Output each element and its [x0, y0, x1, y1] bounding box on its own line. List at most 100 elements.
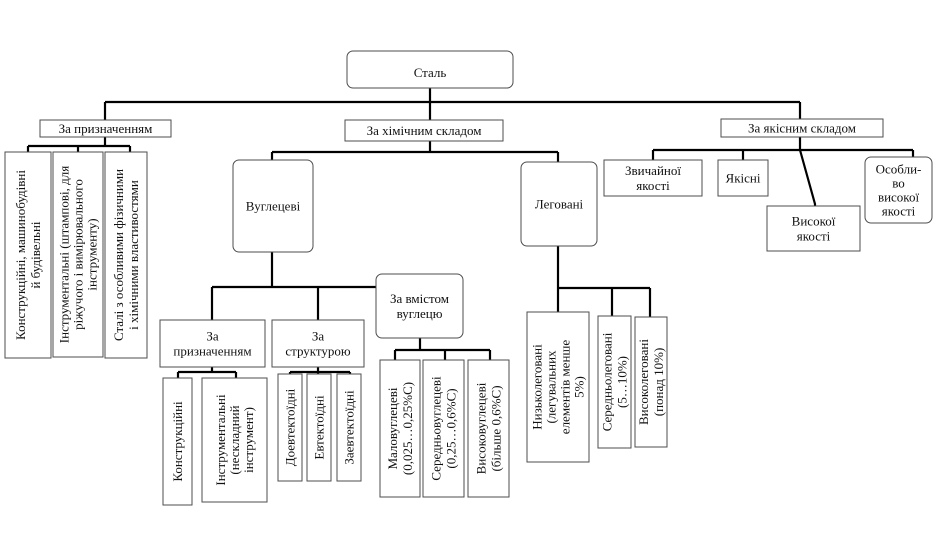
cp-item-1-line: Конструкційні	[170, 401, 185, 482]
root-box-label: Сталь	[414, 65, 447, 80]
cc-item-1-line: Маловуглецеві	[385, 387, 400, 469]
quality-box-label: За якісним складом	[748, 121, 856, 136]
cs-item-3-frame	[336, 373, 362, 482]
alloyed-box-frame	[520, 161, 598, 247]
cc-item-1: Маловуглецеві(0,025…0,25%С)	[379, 359, 421, 498]
alloyed-item-2-line: (5…10%)	[615, 356, 630, 408]
alloyed-item-1: Низьколеговані(легувальнихелементів менш…	[526, 311, 590, 463]
chemical-box-line: За хімічним складом	[367, 123, 482, 138]
cc-item-2: Середньовуглецеві(0,25…0,6%С)	[422, 359, 465, 498]
carbon-content-box-frame	[375, 273, 464, 339]
carbon-box-line: Вуглецеві	[246, 199, 301, 214]
purpose-box-label: За призначенням	[59, 121, 153, 136]
cp-item-2-label: Інструментальні(нескладнийінструмент)	[213, 394, 256, 486]
alloyed-item-2-line: Середньолеговані	[600, 332, 615, 431]
quality-item-4-line: високої	[878, 190, 920, 205]
carbon-content-box-line: вуглецю	[397, 306, 443, 321]
cc-item-2-line: (0,25…0,6%С)	[444, 388, 459, 468]
purpose-item-2: Інструментальні (штампові, дляріжучого і…	[52, 151, 104, 358]
purpose-item-3: Сталі з особливими фізичнимиі хімічними …	[104, 151, 148, 359]
alloyed-item-3-line: (понад 10%)	[651, 348, 666, 417]
quality-box: За якісним складом	[720, 118, 884, 138]
alloyed-item-3: Високолеговані(понад 10%)	[634, 316, 668, 448]
root-box: Сталь	[346, 50, 514, 89]
alloyed-item-1-label: Низьколеговані(легувальнихелементів менш…	[530, 340, 587, 435]
purpose-item-2-line: інструменту)	[85, 218, 100, 290]
cs-item-2-label: Евтектоїдні	[312, 395, 327, 460]
purpose-item-2-line: ріжучого і вимірювального	[71, 179, 86, 330]
alloyed-item-2: Середньолеговані(5…10%)	[597, 315, 632, 449]
quality-box-line: За якісним складом	[748, 121, 856, 136]
quality-item-2-line: Якісні	[726, 171, 761, 186]
purpose-item-2-line: Інструментальні (штампові, для	[57, 166, 72, 343]
cc-item-1-frame	[379, 359, 421, 498]
cc-item-3-label: Високовуглецеві(більше 0,6%С)	[474, 382, 504, 474]
alloyed-item-1-frame	[526, 311, 590, 463]
alloyed-box-line: Леговані	[535, 197, 584, 212]
cs-item-1-frame	[277, 373, 303, 482]
cc-item-1-line: (0,025…0,25%С)	[400, 382, 415, 475]
cs-item-2-frame	[306, 373, 332, 482]
cc-item-2-label: Середньовуглецеві(0,25…0,6%С)	[429, 376, 459, 481]
alloyed-item-3-label: Високолеговані(понад 10%)	[636, 339, 666, 425]
cp-item-1: Конструкційні	[162, 377, 193, 506]
alloyed-item-3-line: Високолеговані	[636, 339, 651, 425]
quality-item-1-frame	[603, 159, 703, 197]
carbon-structure-box-line: структурою	[285, 344, 351, 359]
cs-item-1-line: Доевтектоїдні	[283, 388, 298, 466]
purpose-item-1: Конструкційні, машинобудівній будівельні	[4, 151, 52, 359]
purpose-item-1-line: й будівельні	[28, 221, 43, 288]
cc-item-3-line: Високовуглецеві	[474, 382, 489, 474]
purpose-item-1-frame	[4, 151, 52, 359]
quality-item-3-line: Високої	[792, 214, 836, 229]
cs-item-3: Заевтектоїдні	[336, 373, 362, 482]
carbon-purpose-box-frame	[159, 319, 266, 368]
alloyed-item-1-line: (легувальних	[544, 350, 559, 424]
wire-quality-3	[798, 149, 817, 206]
purpose-box: За призначенням	[39, 119, 172, 138]
carbon-box: Вуглецеві	[232, 159, 314, 253]
quality-item-1-line: якості	[636, 178, 670, 193]
chemical-box: За хімічним складом	[344, 119, 504, 142]
root-box-frame	[346, 50, 514, 89]
purpose-item-3-label: Сталі з особливими фізичнимиі хімічними …	[111, 169, 141, 341]
purpose-item-2-frame	[52, 151, 104, 358]
purpose-item-3-line: і хімічними властивостями	[126, 180, 141, 330]
cp-item-2-line: Інструментальні	[213, 394, 228, 486]
purpose-item-2-label: Інструментальні (штампові, дляріжучого і…	[57, 166, 100, 343]
purpose-box-frame	[39, 119, 172, 138]
alloyed-item-1-line: 5%)	[572, 376, 587, 398]
purpose-item-3-frame	[104, 151, 148, 359]
cp-item-2: Інструментальні(нескладнийінструмент)	[201, 377, 268, 503]
quality-item-2: Якісні	[717, 159, 769, 197]
purpose-box-line: За призначенням	[59, 121, 153, 136]
alloyed-item-2-label: Середньолеговані(5…10%)	[600, 332, 630, 431]
cc-item-3-line: (більше 0,6%С)	[489, 385, 504, 471]
cp-item-1-frame	[162, 377, 193, 506]
cp-item-2-frame	[201, 377, 268, 503]
chemical-box-label: За хімічним складом	[367, 123, 482, 138]
purpose-item-1-label: Конструкційні, машинобудівній будівельні	[13, 170, 43, 340]
quality-item-3-frame	[766, 205, 861, 252]
cs-item-2-line: Евтектоїдні	[312, 395, 327, 460]
cp-item-2-line: інструмент)	[241, 407, 256, 473]
carbon-structure-box-frame	[271, 319, 365, 368]
cs-item-3-label: Заевтектоїдні	[342, 390, 357, 465]
cc-item-2-line: Середньовуглецеві	[429, 376, 444, 481]
alloyed-item-2-frame	[597, 315, 632, 449]
purpose-item-1-line: Конструкційні, машинобудівні	[13, 170, 28, 340]
quality-item-3-line: якості	[797, 229, 831, 244]
cc-item-1-label: Маловуглецеві(0,025…0,25%С)	[385, 382, 415, 475]
cp-item-2-line: (нескладний	[227, 405, 242, 474]
